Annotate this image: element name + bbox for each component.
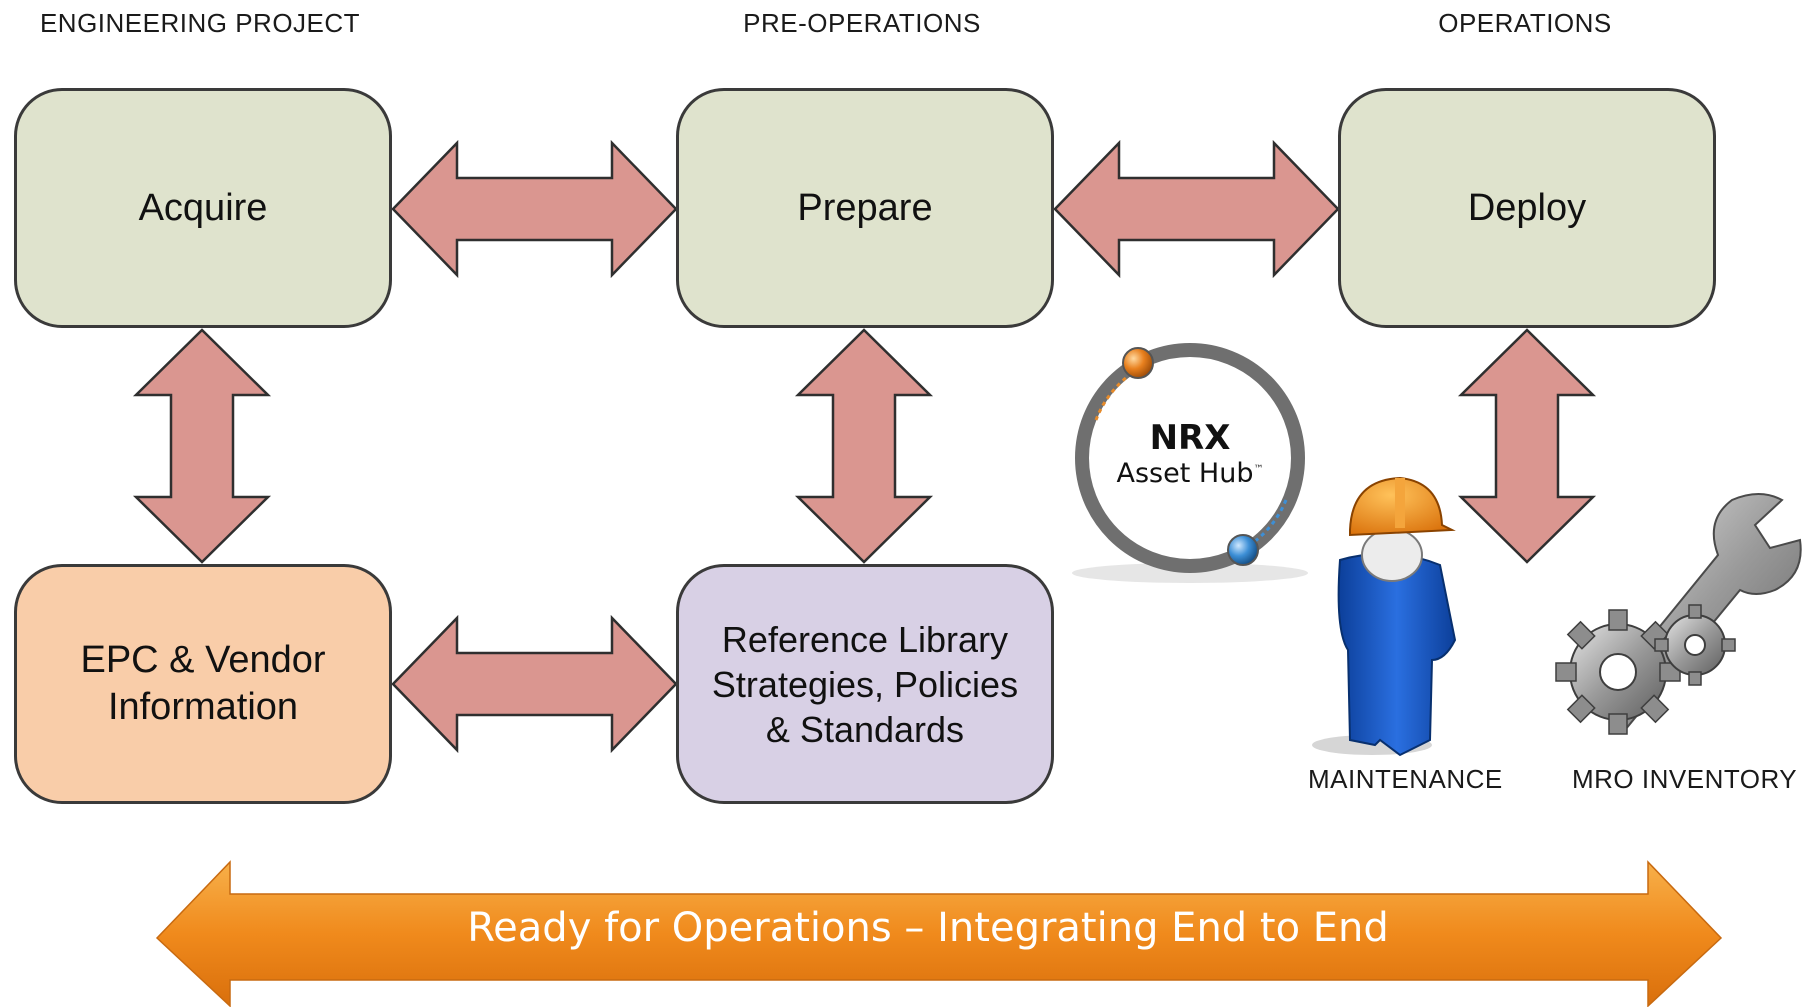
reference-label-line3: & Standards	[765, 708, 965, 750]
phase-label-pre-operations: PRE-OPERATIONS	[743, 8, 981, 38]
double-arrow-epc-reference	[391, 614, 678, 754]
nrx-brand-text: NRX	[1149, 418, 1231, 458]
double-arrow-acquire-prepare	[391, 139, 678, 279]
banner-text: Ready for Operations – Integrating End t…	[467, 905, 1389, 951]
double-arrow-acquire-epc	[132, 328, 272, 564]
acquire-label: Acquire	[138, 186, 268, 229]
epc-vendor-box: EPC & Vendor Information	[14, 564, 392, 804]
phase-label-operations: OPERATIONS	[1438, 8, 1612, 38]
banner-double-arrow	[155, 860, 1723, 1007]
double-arrow-prepare-reference	[794, 328, 934, 564]
double-arrow-deploy-maintenance	[1457, 328, 1597, 564]
reference-library-box: Reference Library Strategies, Policies &…	[676, 564, 1054, 804]
nrx-asset-hub-logo	[1072, 343, 1308, 583]
maintenance-worker-icon	[1312, 476, 1457, 757]
asset-hub-name: Asset Hub	[1116, 458, 1254, 489]
prepare-label: Prepare	[797, 186, 933, 229]
prepare-box: Prepare	[676, 88, 1054, 328]
trademark-mark: ™	[1253, 464, 1264, 475]
deploy-box: Deploy	[1338, 88, 1716, 328]
maintenance-caption: MAINTENANCE	[1308, 764, 1503, 794]
epc-label-line2: Information	[107, 686, 299, 728]
reference-label-line2: Strategies, Policies	[711, 663, 1019, 705]
asset-hub-text: Asset Hub™	[1090, 458, 1290, 489]
acquire-box: Acquire	[14, 88, 392, 328]
epc-label-line1: EPC & Vendor	[80, 638, 326, 681]
deploy-label: Deploy	[1467, 186, 1587, 229]
mro-inventory-caption: MRO INVENTORY	[1572, 764, 1798, 794]
double-arrow-prepare-deploy	[1053, 139, 1340, 279]
phase-label-engineering: ENGINEERING PROJECT	[39, 8, 361, 38]
mro-wrench-gears-icon	[1555, 493, 1802, 735]
reference-label-line1: Reference Library	[721, 618, 1009, 660]
